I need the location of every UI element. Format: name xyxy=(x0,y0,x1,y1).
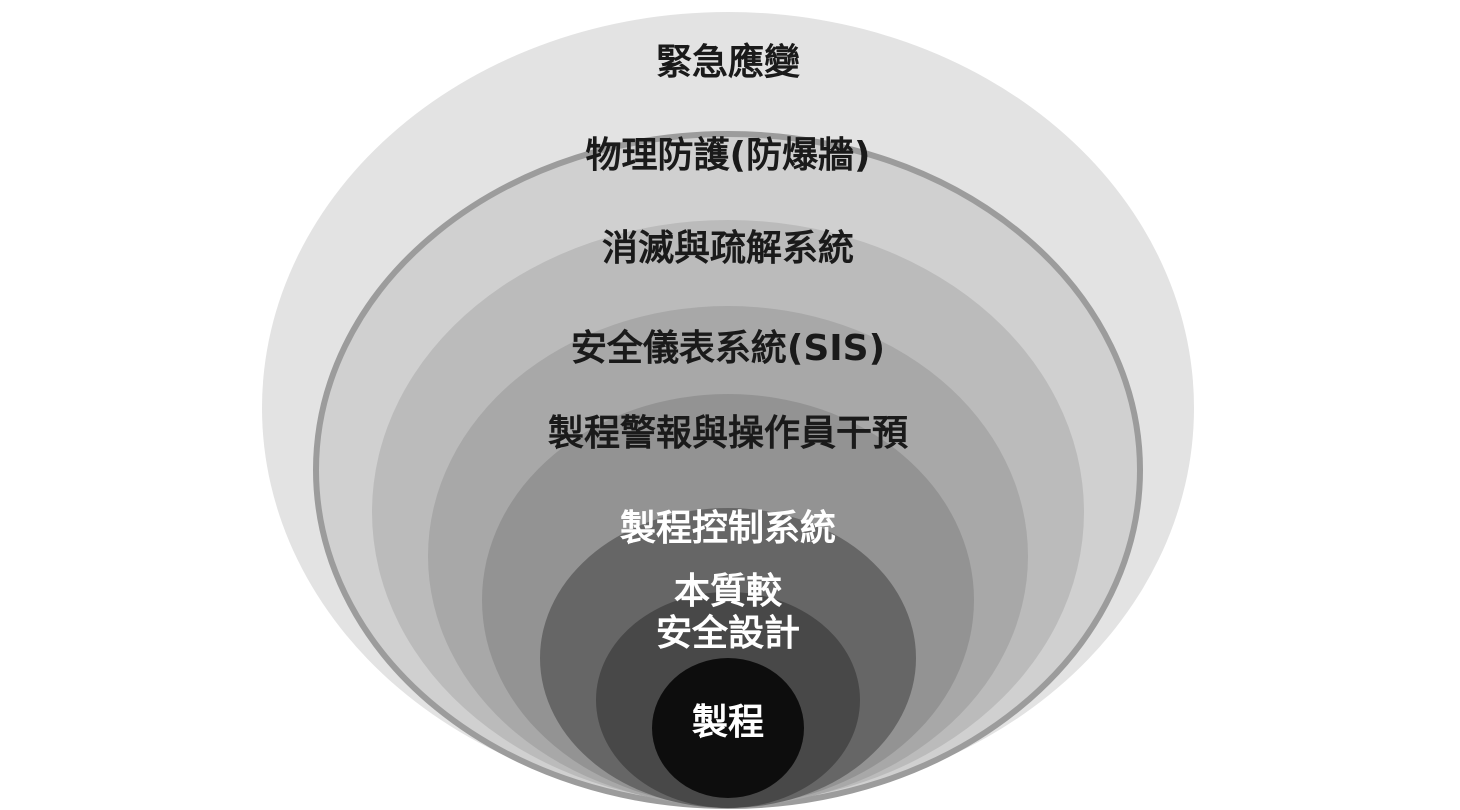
label-process-control-system: 製程控制系統 xyxy=(620,508,836,549)
layer-shapes xyxy=(262,12,1194,809)
label-mitigation-relief: 消滅與疏解系統 xyxy=(602,228,854,269)
layer-process xyxy=(652,658,804,798)
label-alarm-operator-intervention: 製程警報與操作員干預 xyxy=(548,413,908,454)
label-safety-instrumented-system: 安全儀表系統(SIS) xyxy=(571,327,885,369)
label-inherently-safer-design: 本質較安全設計 xyxy=(656,571,800,654)
label-process: 製程 xyxy=(692,702,764,743)
label-emergency-response: 緊急應變 xyxy=(656,41,800,83)
label-physical-protection: 物理防護(防爆牆) xyxy=(586,135,871,176)
